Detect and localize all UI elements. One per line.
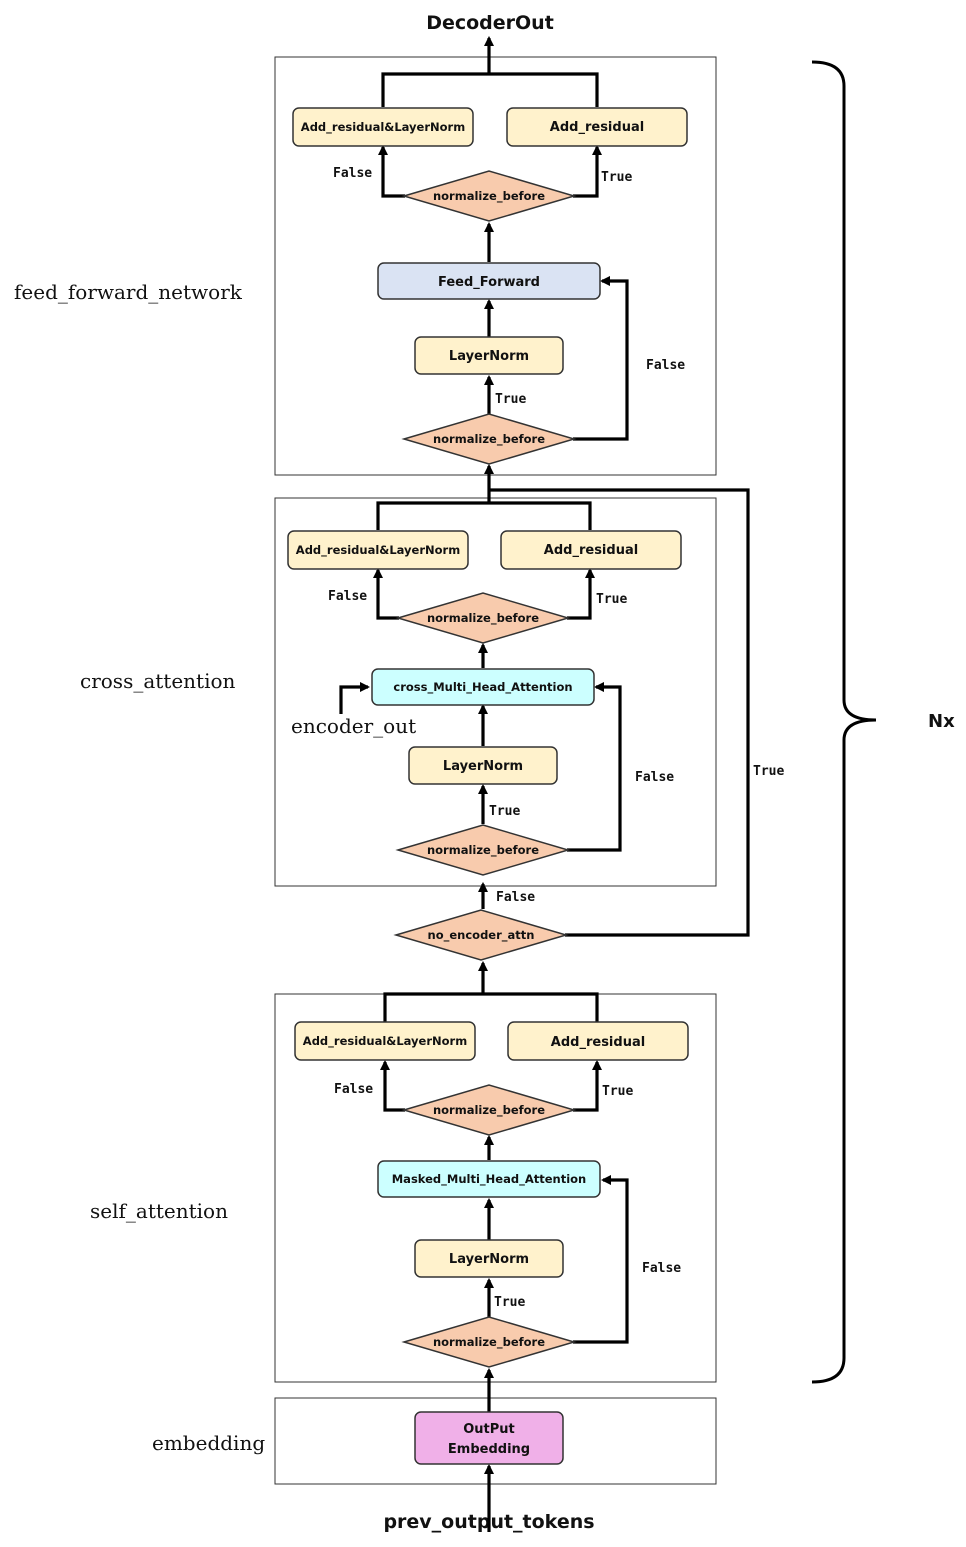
ffn-add-norm-text: Add_residual&LayerNorm (301, 120, 465, 135)
ffn-frame (274, 56, 717, 476)
edge-label-false: False (496, 890, 535, 905)
cross-add-box (500, 530, 682, 570)
self-layernorm-text: LayerNorm (449, 1252, 529, 1267)
nx-label: Nx (928, 711, 955, 732)
self-norm-after-text: normalize_before (433, 1103, 545, 1118)
nx-brace (811, 60, 877, 1384)
edge-label-true: True (494, 1295, 525, 1310)
no-encoder-attn-text: no_encoder_attn (428, 928, 535, 943)
cross-norm-after-text: normalize_before (427, 611, 539, 626)
cross-add-text: Add_residual (544, 543, 638, 558)
edge-label-true: True (495, 392, 526, 407)
ffn-norm-before-text: normalize_before (433, 432, 545, 447)
ffn-add-box (506, 107, 688, 147)
self-add-norm-box (294, 1021, 476, 1061)
self-attention-text: Masked_Multi_Head_Attention (392, 1172, 587, 1187)
section-label-ffn: feed_forward_network (14, 280, 243, 304)
section-label-embedding: embedding (152, 1431, 265, 1455)
self-norm-before-diamond (401, 1316, 577, 1368)
decoder-out-label: DecoderOut (426, 12, 554, 34)
no-encoder-attn-diamond (393, 909, 569, 961)
cross-layernorm-text: LayerNorm (443, 759, 523, 774)
cross-attention-box (371, 668, 595, 706)
ffn-add-norm-box (292, 107, 474, 147)
output-embedding-line-2: Embedding (448, 1442, 530, 1457)
self-add-text: Add_residual (551, 1035, 645, 1050)
edge-label-false: False (635, 770, 674, 785)
edge-label-true: True (596, 592, 627, 607)
self-layernorm-box (414, 1239, 564, 1278)
section-label-self: self_attention (90, 1199, 228, 1223)
cross-layernorm-box (408, 746, 558, 785)
encoder-out-label: encoder_out (291, 714, 416, 738)
cross-norm-after-diamond (395, 592, 571, 644)
edge-label-true: True (601, 170, 632, 185)
ffn-norm-before-diamond (401, 413, 577, 465)
cross-norm-before-diamond (395, 824, 571, 876)
cross-frame (274, 497, 717, 887)
cross-add-norm-text: Add_residual&LayerNorm (296, 543, 460, 558)
ffn-layernorm-text: LayerNorm (449, 349, 529, 364)
cross-attention-text: cross_Multi_Head_Attention (393, 680, 572, 695)
edge-label-false: False (334, 1082, 373, 1097)
self-attention-box (377, 1160, 601, 1198)
edge-label-true: True (602, 1084, 633, 1099)
edge-label-false: False (646, 358, 685, 373)
cross-norm-before-text: normalize_before (427, 843, 539, 858)
ffn-feed-forward-box (377, 262, 601, 300)
ffn-feed-forward-text: Feed_Forward (438, 275, 540, 290)
ffn-norm-after-diamond (401, 170, 577, 222)
ffn-layernorm-box (414, 336, 564, 375)
edge-label-false: False (333, 166, 372, 181)
ffn-norm-after-text: normalize_before (433, 189, 545, 204)
output-embedding-line-1: OutPut (463, 1422, 515, 1437)
edge-label-true: True (489, 804, 520, 819)
cross-add-norm-box (287, 530, 469, 570)
self-add-box (507, 1021, 689, 1061)
edge-label-false: False (642, 1261, 681, 1276)
self-norm-before-text: normalize_before (433, 1335, 545, 1350)
embedding-frame (274, 1397, 717, 1485)
edge-label-true: True (753, 764, 784, 779)
edge-label-false: False (328, 589, 367, 604)
section-label-cross: cross_attention (80, 669, 236, 693)
ffn-add-text: Add_residual (550, 120, 644, 135)
self-add-norm-text: Add_residual&LayerNorm (303, 1034, 467, 1049)
self-norm-after-diamond (401, 1084, 577, 1136)
output-embedding-box (414, 1411, 564, 1465)
